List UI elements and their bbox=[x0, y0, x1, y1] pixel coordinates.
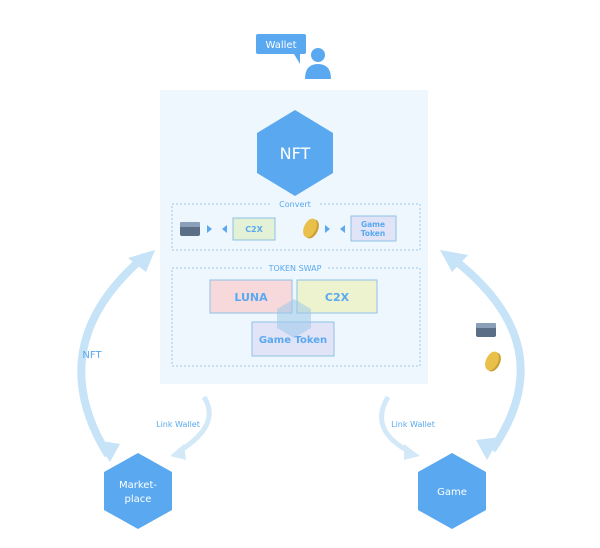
left-loop-arrow: NFT bbox=[77, 250, 155, 462]
right-coin-icon bbox=[485, 351, 501, 372]
token-swap-section: TOKEN SWAP LUNA C2X Game Token bbox=[171, 263, 421, 367]
right-link-wallet-label: Link Wallet bbox=[391, 420, 435, 429]
game-label: Game bbox=[437, 487, 467, 498]
convert-c2x-box bbox=[232, 217, 276, 241]
marketplace-label-line2: place bbox=[125, 494, 152, 505]
swap-c2x-label: C2X bbox=[325, 291, 350, 304]
coin-icon bbox=[303, 218, 319, 239]
swap-game-token-label: Game Token bbox=[259, 335, 327, 346]
wallet-speech-bubble: Wallet bbox=[256, 34, 306, 64]
left-loop-label: NFT bbox=[82, 350, 102, 361]
convert-game-token-line2: Token bbox=[361, 229, 386, 238]
convert-title: Convert bbox=[279, 200, 311, 209]
nft-hexagon: NFT bbox=[257, 110, 333, 196]
left-link-wallet-label: Link Wallet bbox=[156, 420, 200, 429]
wallet-group: Wallet bbox=[256, 34, 331, 79]
convert-game-token-box bbox=[350, 215, 397, 242]
game-hexagon: Game bbox=[418, 453, 486, 529]
marketplace-label-line1: Market- bbox=[119, 480, 157, 491]
right-link-wallet-arrow: Link Wallet bbox=[379, 395, 435, 460]
luna-label: LUNA bbox=[234, 291, 268, 304]
nft-label: NFT bbox=[280, 144, 311, 163]
luna-box bbox=[209, 279, 293, 314]
user-icon bbox=[305, 48, 331, 79]
convert-game-token-line1: Game bbox=[361, 220, 385, 229]
swap-overlay-hexagon bbox=[277, 299, 311, 338]
left-link-wallet-arrow: Link Wallet bbox=[156, 395, 212, 460]
right-loop-arrow bbox=[440, 250, 525, 460]
token-swap-title: TOKEN SWAP bbox=[268, 264, 322, 273]
bidirectional-arrow-icon bbox=[207, 225, 227, 233]
wallet-label: Wallet bbox=[265, 40, 296, 51]
convert-section: Convert C2X Game Token bbox=[171, 199, 421, 251]
swap-c2x-box bbox=[296, 279, 378, 314]
nft-card-icon bbox=[180, 222, 200, 236]
bidirectional-arrow-icon-2 bbox=[325, 225, 345, 233]
marketplace-hexagon: Market- place bbox=[104, 453, 172, 529]
convert-c2x-label: C2X bbox=[245, 225, 263, 234]
right-nft-card-icon bbox=[476, 323, 496, 337]
